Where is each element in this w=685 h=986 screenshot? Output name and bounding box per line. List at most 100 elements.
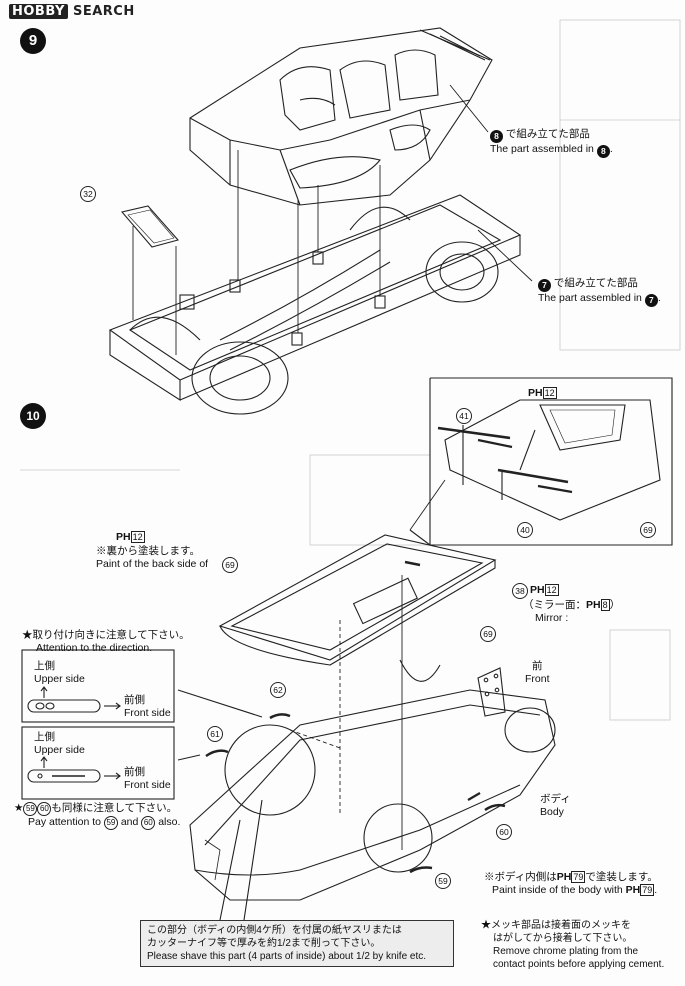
assembled-7-en: The part assembled in — [538, 292, 642, 304]
body-drawing — [189, 659, 556, 901]
body-label: ボディ Body — [540, 793, 571, 819]
inset-paint-num: 12 — [542, 387, 557, 399]
direction-en: Attention to the direction. — [36, 642, 153, 654]
same-en-and: and — [120, 816, 139, 828]
back-paint-en: Paint of the back side of — [96, 558, 209, 570]
part-callout-69-body: 69 — [480, 626, 496, 642]
part62-drawing — [269, 713, 291, 720]
step-number-10: 10 — [20, 403, 46, 429]
part32-drawing — [120, 205, 179, 248]
part-callout-69-inset: 69 — [640, 522, 656, 538]
body-label-jp: ボディ — [540, 793, 571, 805]
logo-prefix: HOBBY — [9, 4, 68, 19]
mirror-paint-num: 12 — [544, 584, 559, 596]
chassis-drawing — [108, 194, 522, 415]
back-paint-prefix: PH — [116, 531, 131, 543]
chrome-line2: はがしてから接着して下さい。 — [493, 933, 633, 944]
step-number-9: 9 — [20, 28, 46, 54]
part-callout-38: 38 — [512, 583, 528, 599]
shave-note: この部分（ボディの内側4ケ所）を付属の紙ヤスリまたは カッターナイフ等で厚みを約… — [140, 920, 454, 967]
direction-jp: ★取り付け向きに注意して下さい。 — [22, 629, 190, 641]
upper-en-2: Upper side — [34, 744, 85, 756]
chrome-line1: ★メッキ部品は接着面のメッキを — [481, 920, 631, 931]
upper-jp-1: 上側 — [34, 660, 55, 672]
assembled-7-jp: で組み立てた部品 — [553, 277, 638, 289]
assembled-8-en: The part assembled in — [490, 143, 594, 155]
part61-drawing — [205, 749, 229, 758]
part-callout-41: 41 — [456, 408, 472, 424]
mirror-en: Mirror : — [535, 612, 569, 624]
back-paint-jp: ※裏から塗装します。 — [96, 545, 200, 557]
assembled-8-jp: で組み立てた部品 — [505, 128, 590, 140]
mirror-code: PH — [586, 599, 601, 611]
ref-60: 60 — [37, 802, 52, 816]
chrome-line4: contact points before applying cement. — [493, 959, 665, 970]
ref-60-en: 60 — [141, 816, 156, 830]
chrome-note: ★メッキ部品は接着面のメッキを はがしてから接着して下さい。 Remove ch… — [481, 919, 664, 971]
part-callout-69-back: 69 — [222, 557, 238, 573]
mirror-jp-open: （ミラー面： — [523, 599, 586, 611]
mirror-jp-close: ） — [609, 599, 621, 611]
part-callout-60: 60 — [496, 824, 512, 840]
part-callout-32: 32 — [80, 186, 96, 202]
part-callout-59: 59 — [435, 873, 451, 889]
ref-8-badge: 8 — [490, 130, 503, 143]
direction-note: ★取り付け向きに注意して下さい。 Attention to the direct… — [22, 629, 190, 655]
ref-59-en: 59 — [103, 816, 118, 830]
chrome-line3: Remove chrome plating from the — [493, 946, 639, 957]
inside-paint-jp-tail: で塗装します。 — [585, 871, 658, 883]
shave-line3: Please shave this part (4 parts of insid… — [147, 951, 427, 962]
front-jp-2: 前側 — [124, 766, 145, 778]
same-en-tail: also. — [158, 816, 181, 828]
front-jp-1: 前側 — [124, 694, 145, 706]
mirror-num: 8 — [600, 599, 610, 611]
inside-paint-num-en: 79 — [640, 884, 655, 896]
front-label: 前 Front — [525, 660, 550, 686]
upper-en-1: Upper side — [34, 673, 85, 685]
same-jp-tail: も同様に注意して下さい。 — [51, 802, 178, 814]
inside-paint-num: 79 — [571, 871, 586, 883]
part60-drawing — [484, 803, 506, 812]
ref-8-badge-en: 8 — [596, 145, 610, 158]
front-side-label-1: 前側 Front side — [124, 694, 171, 720]
upper-side-label-1: 上側 Upper side — [34, 660, 85, 686]
same-en-prefix: Pay attention to — [28, 816, 101, 828]
part59-drawing — [409, 866, 433, 874]
front-label-en: Front — [525, 673, 550, 685]
canopy-inset-drawing — [437, 399, 661, 521]
interior-tub-drawing — [189, 27, 493, 206]
shave-line2: カッターナイフ等で厚みを約1/2まで削って下さい。 — [147, 938, 381, 949]
ref-7-badge-en: 7 — [644, 294, 658, 307]
part-callout-62: 62 — [270, 682, 286, 698]
inside-paint-jp-prefix: ※ボディ内側は — [484, 871, 557, 883]
back-paint-num: 12 — [130, 531, 145, 543]
logo-suffix: SEARCH — [72, 4, 135, 19]
part-callout-61: 61 — [207, 726, 223, 742]
inside-paint-code: PH — [556, 871, 572, 883]
inset-frame — [409, 377, 673, 546]
inset-paint-prefix: PH — [528, 387, 543, 399]
part-callout-40: 40 — [517, 522, 533, 538]
assembled-7-note: 7 で組み立てた部品 The part assembled in 7. — [538, 277, 661, 307]
body-label-en: Body — [540, 806, 564, 818]
front-en-1: Front side — [124, 707, 171, 719]
shave-line1: この部分（ボディの内側4ケ所）を付属の紙ヤスリまたは — [147, 925, 402, 936]
ref-59: 59 — [23, 802, 38, 816]
site-logo: HOBBY SEARCH — [6, 4, 135, 19]
inside-paint-en: Paint inside of the body with — [492, 884, 623, 896]
front-en-2: Front side — [124, 779, 171, 791]
canopy-drawing — [218, 534, 497, 666]
mirror-paint-prefix: PH — [530, 584, 545, 596]
front-label-jp: 前 — [532, 660, 543, 672]
upper-jp-2: 上側 — [34, 731, 55, 743]
upper-side-label-2: 上側 Upper side — [34, 731, 85, 757]
direction-diagram-upper — [21, 649, 175, 723]
front-side-label-2: 前側 Front side — [124, 766, 171, 792]
